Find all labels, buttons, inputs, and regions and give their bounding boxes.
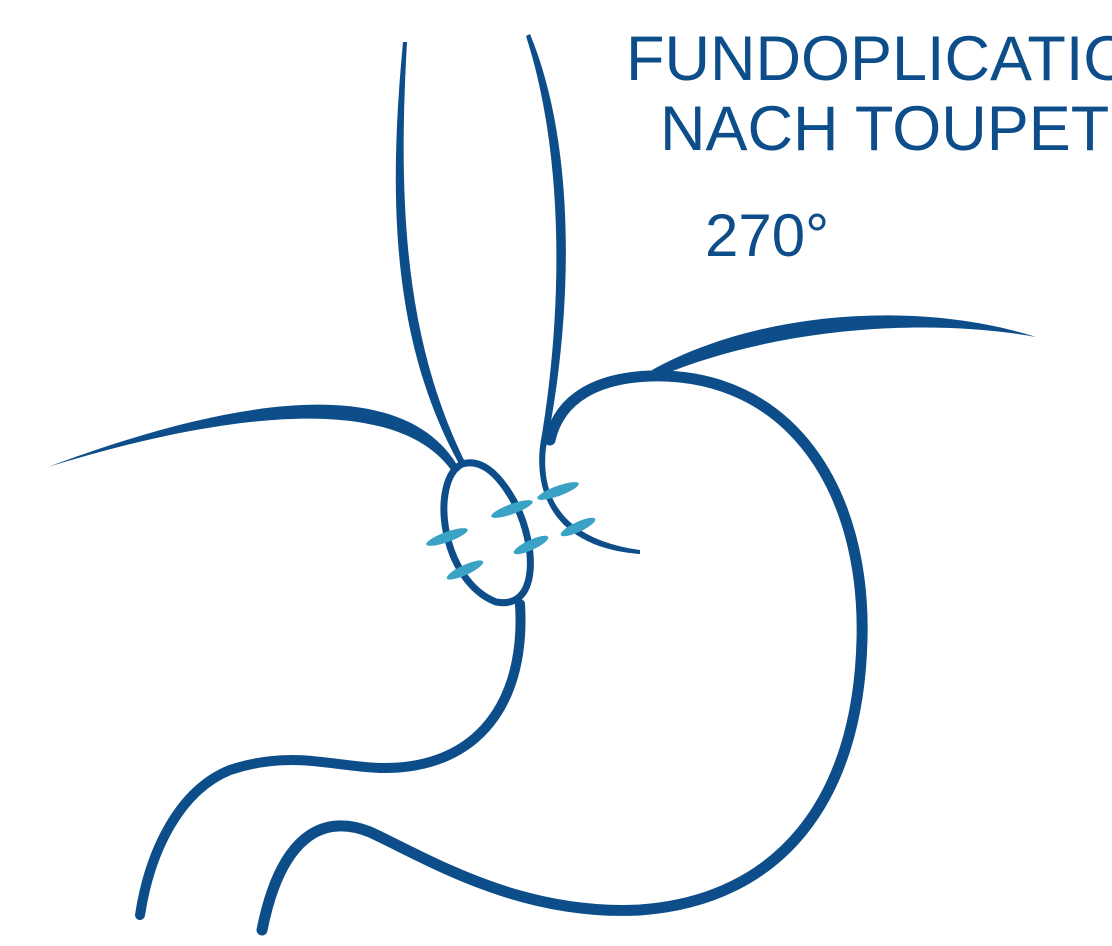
right-diaphragm-crus xyxy=(652,315,1036,376)
left-diaphragm-crus xyxy=(48,405,460,474)
esophagus-left-wall xyxy=(396,42,466,464)
stomach-lesser-curvature xyxy=(140,604,521,915)
esophagus-right-wall xyxy=(526,34,640,554)
stomach-greater-curvature xyxy=(262,376,862,930)
